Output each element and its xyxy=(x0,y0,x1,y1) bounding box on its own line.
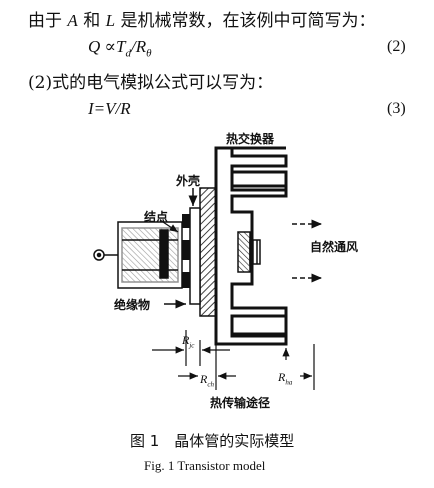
symbol-a: A xyxy=(67,11,78,30)
intro-text-a: 由于 xyxy=(28,11,68,31)
insulator-plate xyxy=(199,187,217,317)
junction-label: 结点 xyxy=(144,210,169,224)
natural-air-label: 自然通风 xyxy=(310,240,359,254)
heat-exchanger xyxy=(214,146,288,346)
equation-2: Q ∝Td/Rθ xyxy=(88,37,152,60)
analog-line: (2)式的电气模拟公式可以写为： xyxy=(28,73,274,93)
rha-label: Rha xyxy=(278,370,293,387)
insulator-label: 绝缘物 xyxy=(114,298,151,312)
rjc-label: Rjc xyxy=(182,333,195,350)
caption-chinese: 图 1 晶体管的实际模型 xyxy=(130,432,295,450)
mounting-bolt xyxy=(237,231,261,273)
heat-path-label: 热传输途径 xyxy=(210,396,271,410)
case-label: 外壳 xyxy=(176,174,201,188)
intro-line: 由于 A 和 L 是机械常数，在该例中可简写为： xyxy=(28,6,375,31)
intro-text-c: 是机械常数，在该例中可简写为： xyxy=(115,11,376,31)
equation-3: I=V/R xyxy=(88,99,131,118)
intro-text-b: 和 xyxy=(77,11,106,31)
equation-2-number: (2) xyxy=(387,38,406,55)
rch-label: Rch xyxy=(200,372,214,389)
junction-blocks xyxy=(182,214,190,288)
heat-exchanger-label: 热交换器 xyxy=(226,132,275,146)
resistance-dimensions xyxy=(152,330,315,390)
junction-pointer xyxy=(159,219,179,233)
transistor-body xyxy=(93,221,183,289)
airflow-arrows xyxy=(292,219,322,283)
case-plate xyxy=(189,207,201,305)
heat-exchanger-fins xyxy=(230,170,288,336)
caption-english: Fig. 1 Transistor model xyxy=(144,458,266,473)
equation-3-number: (3) xyxy=(387,100,406,117)
symbol-l: L xyxy=(105,11,116,30)
